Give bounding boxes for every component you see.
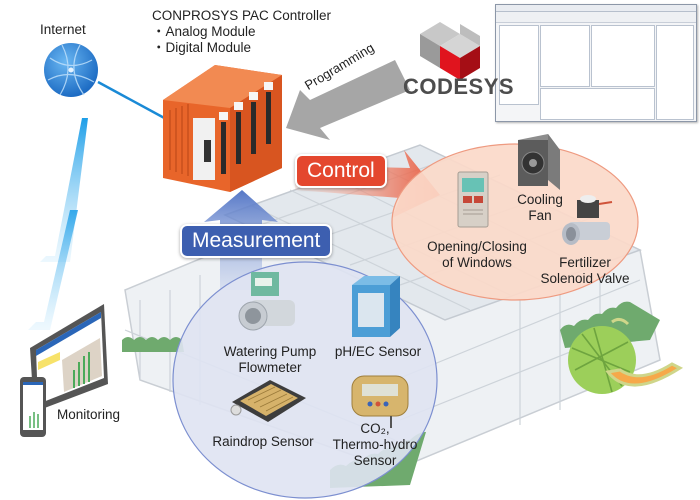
flowmeter-label: Watering Pump Flowmeter — [223, 344, 317, 375]
ph-ec-sensor-icon — [352, 276, 400, 337]
control-zone — [391, 143, 639, 301]
monitoring-phone-icon — [20, 377, 46, 437]
wireless-link-icon — [40, 118, 88, 262]
solenoid-valve-label: Fertilizer Solenoid Valve — [540, 255, 630, 286]
programming-arrow — [286, 60, 410, 140]
monitoring-tablet-icon — [30, 304, 108, 412]
cooling-fan-icon — [518, 134, 560, 190]
internet-globe-icon — [44, 43, 98, 97]
network-cable — [97, 80, 169, 122]
analog-module-label: ・Analog Module — [152, 24, 256, 39]
raindrop-sensor-icon — [230, 380, 306, 422]
codesys-label: CODESYS — [403, 74, 515, 99]
co2-sensor-label: CO₂, Thermo-hydro Sensor — [332, 421, 418, 468]
monitoring-label: Monitoring — [57, 407, 121, 422]
ide-toolbar — [496, 12, 696, 23]
ide-ladder-editor — [540, 88, 655, 120]
raindrop-sensor-label: Raindrop Sensor — [212, 434, 314, 449]
digital-module-label: ・Digital Module — [152, 40, 252, 55]
pac-controller-icon — [163, 65, 282, 192]
co2-sensor-icon — [351, 375, 409, 428]
ide-titlebar — [496, 5, 696, 12]
ide-toolbox — [656, 25, 694, 120]
window-controller-icon — [457, 171, 489, 228]
codesys-ide-screenshot — [495, 4, 697, 122]
controller-title: CONPROSYS PAC Controller — [152, 8, 332, 23]
internet-label: Internet — [40, 22, 86, 37]
codesys-logo-icon — [420, 22, 480, 80]
ide-project-tree — [499, 25, 539, 105]
window-control-label: Opening/Closing of Windows — [427, 239, 527, 270]
ide-code-editor — [540, 25, 590, 87]
measurement-badge: Measurement — [180, 224, 333, 258]
solenoid-valve-icon — [562, 195, 613, 245]
melon-icon — [568, 317, 684, 394]
ide-variables-editor — [591, 25, 655, 87]
ph-ec-sensor-label: pH/EC Sensor — [334, 344, 422, 359]
flowmeter-icon — [238, 272, 295, 331]
cooling-fan-label: Cooling Fan — [517, 192, 563, 223]
control-badge: Control — [295, 154, 387, 188]
